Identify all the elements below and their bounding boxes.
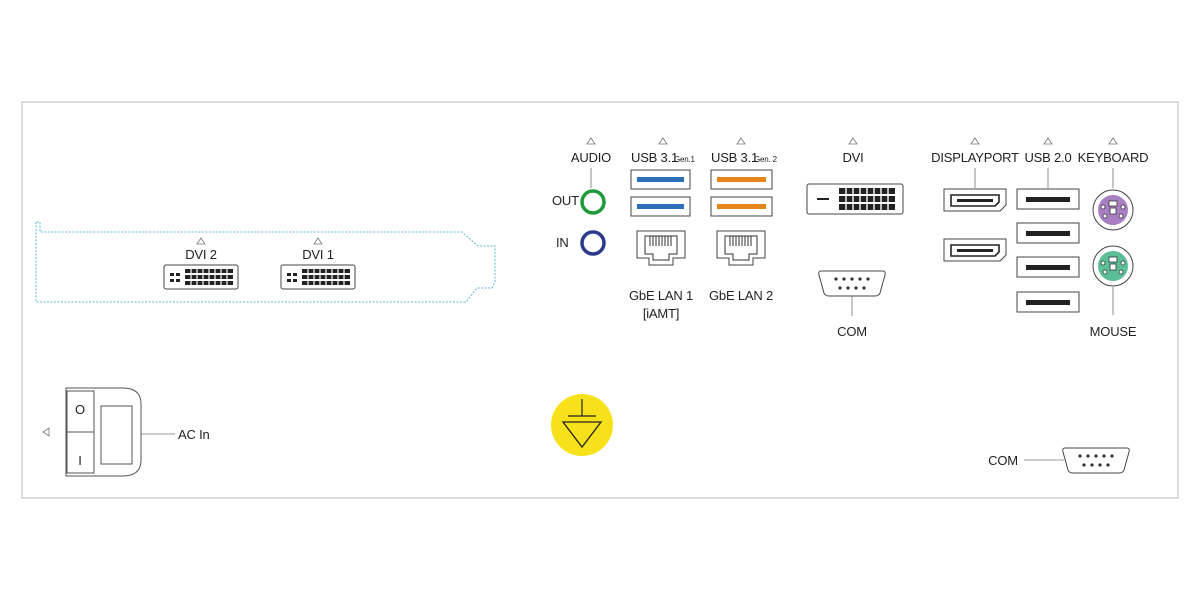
- usb20-port3-icon: [1016, 256, 1080, 278]
- usb31-gen2-marker-icon: [736, 137, 746, 145]
- mouse-ps2-port-icon: [1092, 245, 1134, 287]
- usb31-gen2-label: USB 3.1: [711, 150, 758, 165]
- audio-label: AUDIO: [571, 150, 611, 165]
- audio-marker-icon: [586, 137, 596, 145]
- gbe-lan1-label: GbE LAN 1: [629, 288, 693, 303]
- usb31-gen1-marker-icon: [658, 137, 668, 145]
- usb20-port1-icon: [1016, 188, 1080, 210]
- usb31-gen2-port-icon: [710, 196, 773, 217]
- power-socket-icon: [65, 387, 142, 477]
- dvi-port-icon: [806, 183, 904, 215]
- dvi2-label: DVI 2: [185, 247, 217, 262]
- dvi2-marker-icon: [196, 237, 206, 245]
- usb31-gen1-port-icon: [630, 169, 691, 190]
- ac-in-label: AC In: [178, 427, 210, 442]
- audio-out-label: OUT: [552, 193, 579, 208]
- keyboard-marker-icon: [1108, 137, 1118, 145]
- com-bottom-serial-port-icon: [1062, 447, 1130, 474]
- usb31-gen1-label: USB 3.1: [631, 150, 678, 165]
- ground-icon: [551, 394, 613, 456]
- panel-outline: [21, 101, 1179, 499]
- displayport1-icon: [943, 188, 1007, 212]
- dvi1-port-icon: [280, 264, 356, 290]
- dvi-label: DVI: [842, 150, 863, 165]
- usb20-marker-icon: [1043, 137, 1053, 145]
- pci-bracket-outline: [35, 221, 496, 303]
- usb31-gen2-sub-label: Gen. 2: [754, 155, 778, 164]
- usb20-port2-icon: [1016, 222, 1080, 244]
- usb31-gen1-sub-label: Gen.1: [674, 155, 696, 164]
- audio-in-label: IN: [556, 235, 569, 250]
- gbe-lan2-label: GbE LAN 2: [709, 288, 773, 303]
- dvi1-label: DVI 1: [302, 247, 334, 262]
- gbe-lan1-rj45-icon: [636, 230, 686, 266]
- gbe-lan2-rj45-icon: [716, 230, 766, 266]
- power-switch-on-label: I: [78, 453, 81, 468]
- usb20-port4-icon: [1016, 291, 1080, 313]
- ac-in-marker-icon: [42, 427, 50, 437]
- usb31-gen1-port-icon: [630, 196, 691, 217]
- displayport-label: DISPLAYPORT: [931, 150, 1019, 165]
- audio-out-jack-icon: [580, 189, 606, 215]
- mouse-label: MOUSE: [1090, 324, 1137, 339]
- com-bottom-label: COM: [988, 453, 1018, 468]
- usb31-gen2-port-icon: [710, 169, 773, 190]
- displayport2-icon: [943, 238, 1007, 262]
- gbe-lan1-sub-label: [iAMT]: [643, 306, 679, 321]
- com-top-serial-port-icon: [818, 270, 886, 297]
- dvi-marker-icon: [848, 137, 858, 145]
- com-top-label: COM: [837, 324, 867, 339]
- keyboard-label: KEYBOARD: [1078, 150, 1149, 165]
- power-switch-off-label: O: [75, 402, 85, 417]
- usb20-label: USB 2.0: [1024, 150, 1071, 165]
- dvi2-port-icon: [163, 264, 239, 290]
- displayport-marker-icon: [970, 137, 980, 145]
- dvi1-marker-icon: [313, 237, 323, 245]
- audio-in-jack-icon: [580, 230, 606, 256]
- keyboard-ps2-port-icon: [1092, 189, 1134, 231]
